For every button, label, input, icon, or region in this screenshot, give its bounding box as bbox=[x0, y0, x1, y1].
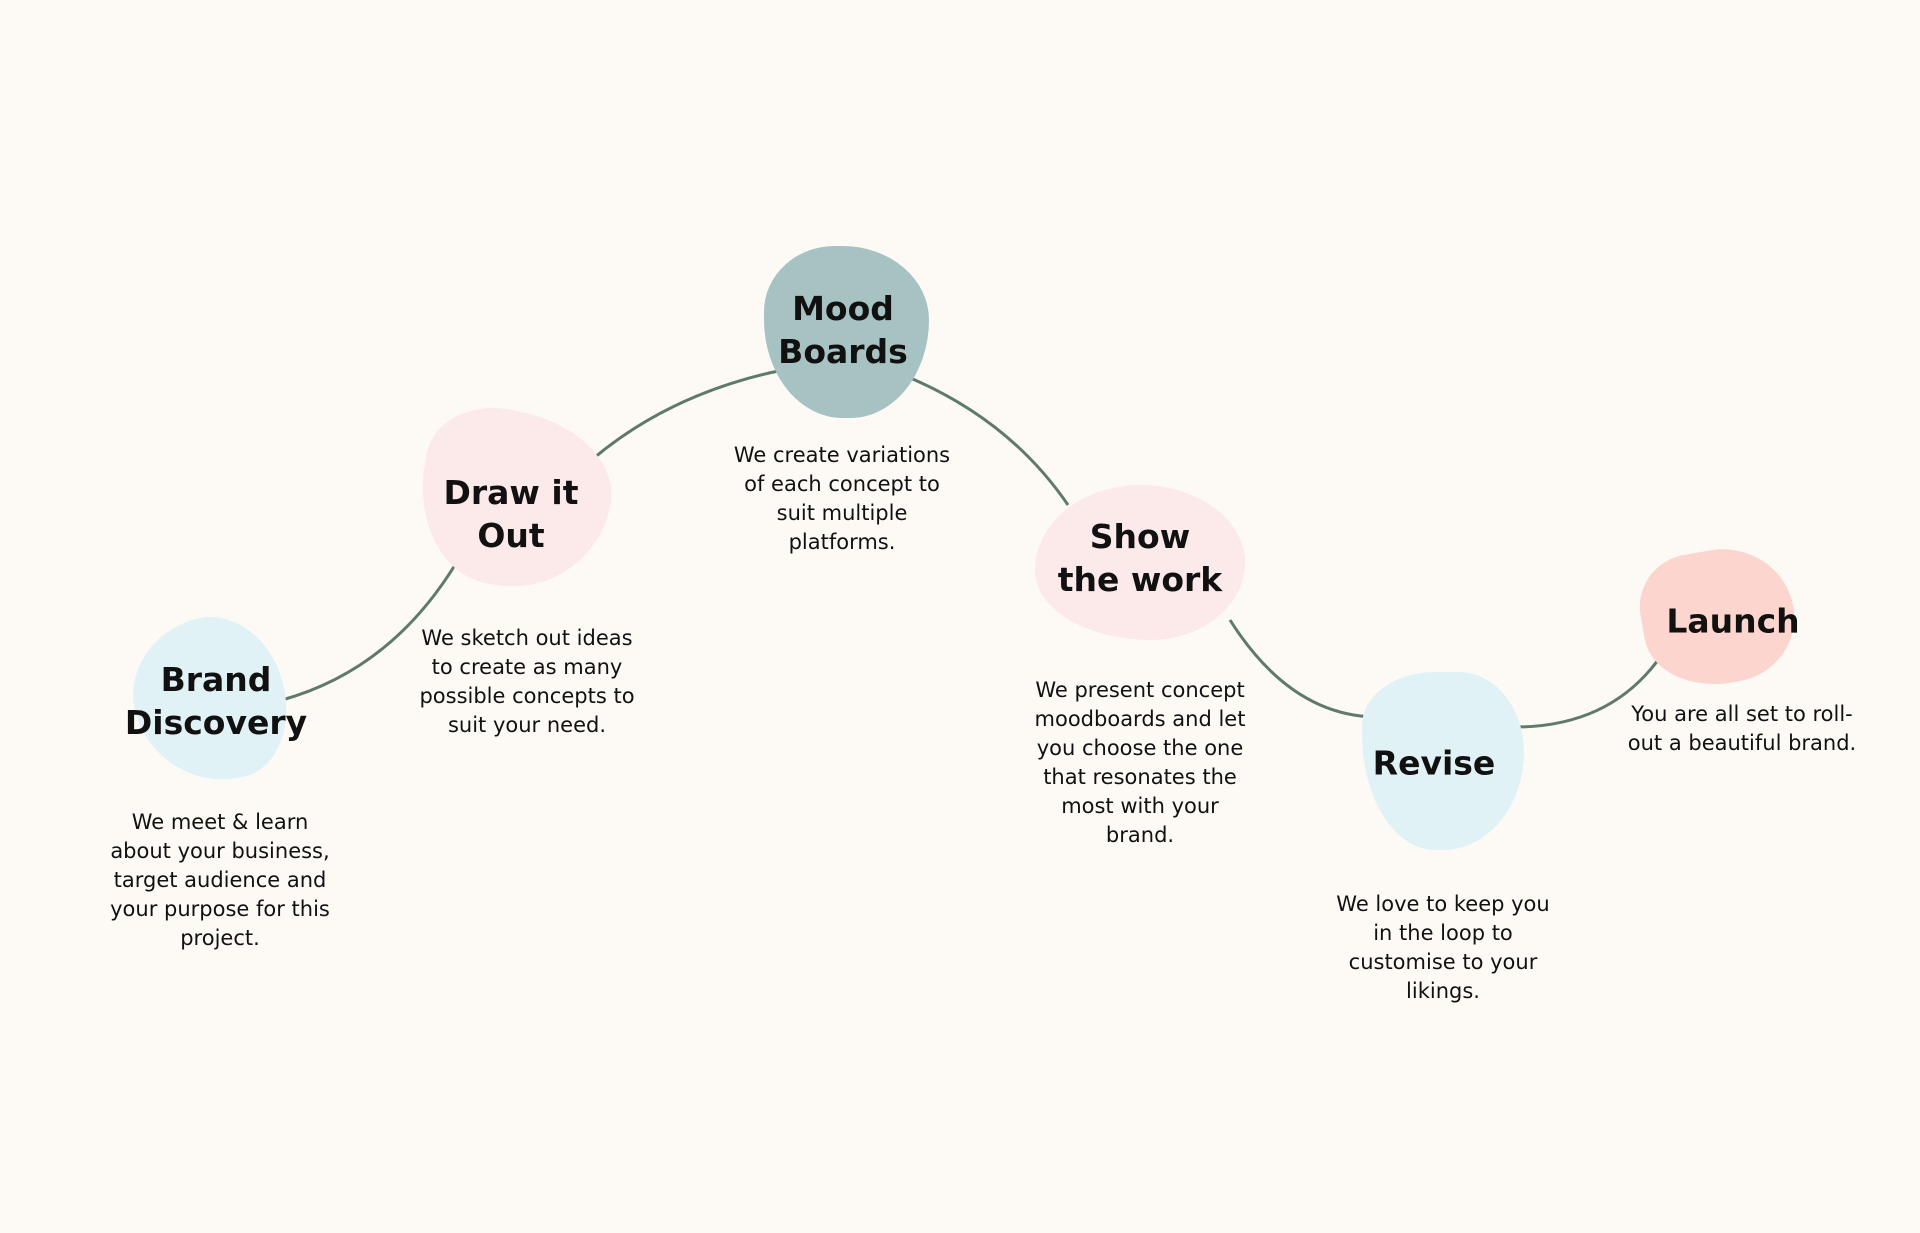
step-description-show-the-work: We present concept moodboards and let yo… bbox=[1034, 678, 1246, 847]
connector-1-2 bbox=[281, 564, 457, 702]
step-title-revise: Revise bbox=[1372, 743, 1496, 783]
connector-4-5 bbox=[1228, 619, 1376, 719]
step-description-draw-it-out: We sketch out ideas to create as many po… bbox=[419, 626, 635, 737]
connector-2-3 bbox=[575, 368, 784, 475]
step-description-revise: We love to keep you in the loop to custo… bbox=[1336, 892, 1550, 1003]
blob-show-the-work bbox=[1035, 485, 1245, 640]
step-description-brand-discovery: We meet & learn about your business, tar… bbox=[110, 810, 330, 950]
connector-3-4 bbox=[907, 375, 1070, 506]
step-title-launch: Launch bbox=[1666, 601, 1800, 641]
blob-revise bbox=[1362, 672, 1524, 850]
blob-mood-boards bbox=[764, 246, 929, 418]
connector-5-6 bbox=[1514, 649, 1667, 729]
step-description-launch: You are all set to roll-out a beautiful … bbox=[1627, 702, 1857, 755]
step-description-mood-boards: We create variations of each concept to … bbox=[733, 443, 951, 554]
